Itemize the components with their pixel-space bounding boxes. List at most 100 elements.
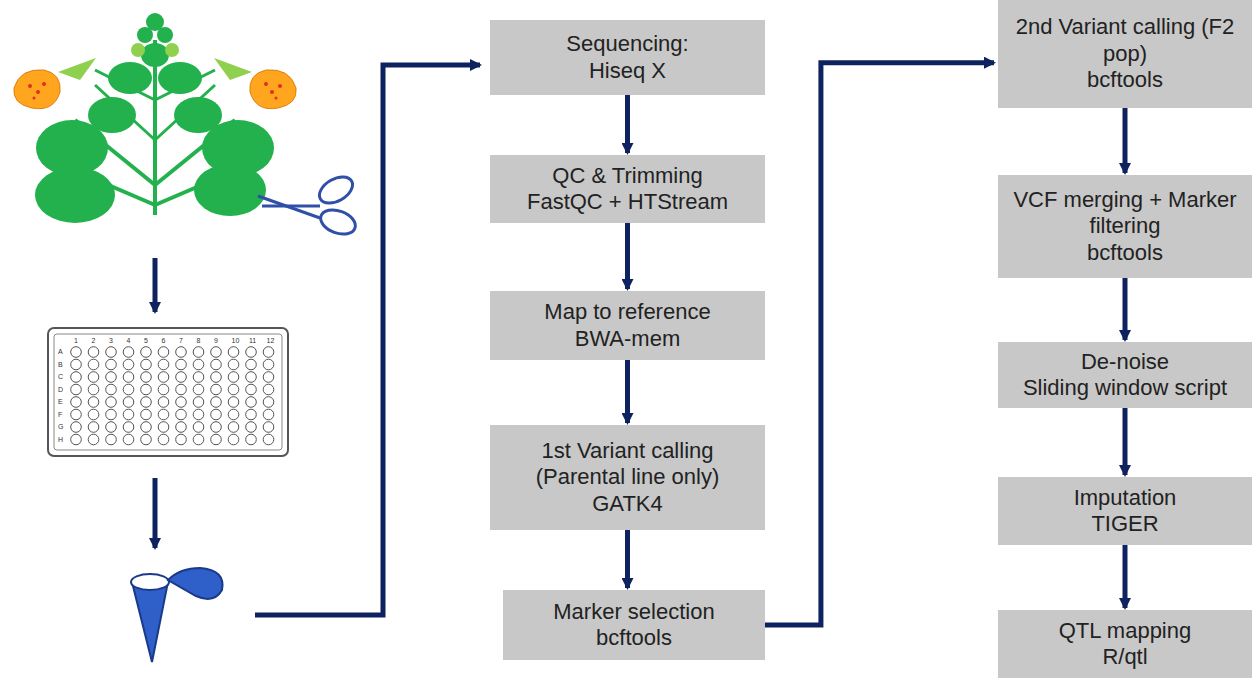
- well: [158, 397, 169, 408]
- well: [176, 434, 187, 445]
- well: [106, 359, 117, 370]
- well: [193, 359, 204, 370]
- well: [263, 397, 274, 408]
- well: [263, 372, 274, 383]
- plate-label: 3: [109, 337, 113, 344]
- well: [176, 409, 187, 420]
- plant: [14, 13, 296, 223]
- well: [263, 384, 274, 395]
- well: [211, 397, 222, 408]
- well: [106, 347, 117, 358]
- well: [106, 384, 117, 395]
- flow-arrow: [1123, 108, 1128, 173]
- well: [246, 434, 257, 445]
- well: [71, 397, 82, 408]
- well: [193, 372, 204, 383]
- well: [88, 384, 99, 395]
- well: [141, 409, 152, 420]
- plate-label: 7: [179, 337, 183, 344]
- well: [176, 359, 187, 370]
- well: [106, 372, 117, 383]
- well: [88, 359, 99, 370]
- well: [263, 359, 274, 370]
- well: [228, 422, 239, 433]
- process-box: ImputationTIGER: [998, 477, 1252, 545]
- process-box: Marker selectionbcftools: [503, 590, 765, 660]
- well: [246, 422, 257, 433]
- well: [71, 347, 82, 358]
- well: [158, 409, 169, 420]
- plate-label: C: [58, 373, 63, 380]
- tool-name: Sliding window script: [1023, 375, 1227, 401]
- well: [158, 372, 169, 383]
- well: [263, 347, 274, 358]
- flow-arrow: [1123, 278, 1128, 340]
- well: [211, 422, 222, 433]
- well: [158, 347, 169, 358]
- well: [228, 409, 239, 420]
- tool-name: R/qtl: [1102, 644, 1147, 670]
- well: [263, 434, 274, 445]
- well: [88, 422, 99, 433]
- flow-arrow: [625, 223, 630, 289]
- well: [158, 359, 169, 370]
- well: [123, 397, 134, 408]
- plate-label: H: [58, 436, 63, 443]
- well: [88, 397, 99, 408]
- flow-arrow: [1123, 408, 1128, 475]
- plate-label: A: [58, 348, 63, 355]
- process-box: QTL mappingR/qtl: [998, 610, 1252, 678]
- well: [123, 347, 134, 358]
- tool-name: BWA-mem: [575, 326, 681, 352]
- well: [263, 409, 274, 420]
- well: [176, 372, 187, 383]
- plate-label: 1: [74, 337, 78, 344]
- flow-arrow: [153, 478, 158, 548]
- well: [246, 397, 257, 408]
- plate-label: 9: [214, 337, 218, 344]
- tool-name: FastQC + HTStream: [527, 189, 728, 215]
- plate-label: 10: [232, 337, 240, 344]
- well: [228, 372, 239, 383]
- process-box: Map to referenceBWA-mem: [490, 291, 765, 360]
- process-box: 1st Variant calling (Parental line only)…: [490, 425, 765, 530]
- well: [193, 347, 204, 358]
- tool-name: bcftools: [596, 625, 672, 651]
- well: [263, 422, 274, 433]
- plate-label: 2: [92, 337, 96, 344]
- well: [71, 434, 82, 445]
- well: [228, 384, 239, 395]
- well: [88, 434, 99, 445]
- well: [88, 409, 99, 420]
- plate-label: 4: [127, 337, 131, 344]
- plate-label: 11: [249, 337, 256, 344]
- step-name: Map to reference: [544, 299, 710, 325]
- step-name: Marker selection: [553, 599, 714, 625]
- process-box: De-noiseSliding window script: [998, 342, 1252, 408]
- tube: [131, 568, 223, 662]
- well: [106, 434, 117, 445]
- well: [123, 434, 134, 445]
- well: [141, 422, 152, 433]
- well: [193, 409, 204, 420]
- step-name: De-noise: [1081, 349, 1169, 375]
- step-name: 2nd Variant calling (F2 pop): [1006, 14, 1244, 67]
- well: [228, 397, 239, 408]
- tool-name: Hiseq X: [589, 58, 666, 84]
- well: [246, 409, 257, 420]
- well: [141, 372, 152, 383]
- well: [228, 434, 239, 445]
- well-plate: [48, 328, 288, 456]
- well: [176, 347, 187, 358]
- well: [71, 384, 82, 395]
- well: [211, 372, 222, 383]
- well: [211, 409, 222, 420]
- process-box: Sequencing:Hiseq X: [490, 20, 765, 95]
- well: [193, 384, 204, 395]
- well: [158, 384, 169, 395]
- well: [106, 397, 117, 408]
- well: [246, 359, 257, 370]
- well: [141, 397, 152, 408]
- well: [246, 347, 257, 358]
- well: [211, 347, 222, 358]
